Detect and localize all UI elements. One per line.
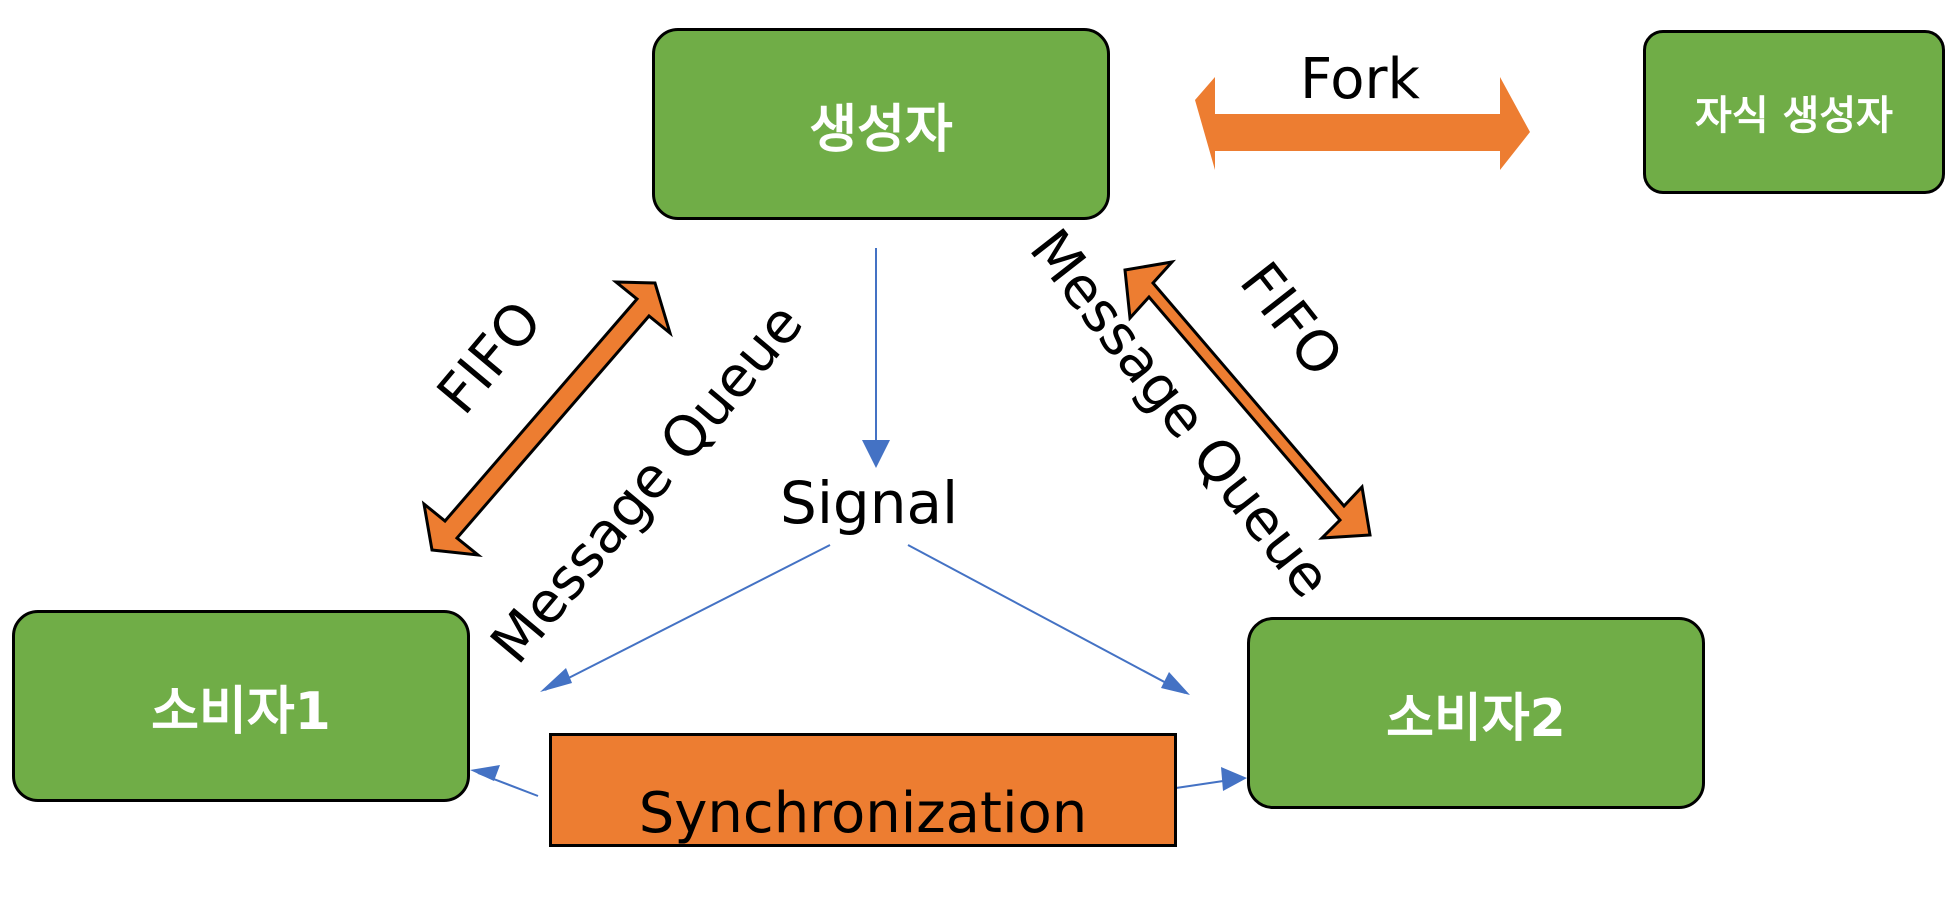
signal-arrowhead-producer bbox=[862, 440, 890, 468]
fork-arrow bbox=[1195, 77, 1530, 170]
sync-arrowhead-consumer2 bbox=[1221, 767, 1247, 791]
sync-line-consumer2 bbox=[1175, 779, 1231, 789]
consumer2-label: 소비자2 bbox=[1386, 688, 1566, 749]
left-ipc-arrow bbox=[421, 280, 673, 558]
signal-line-consumer1 bbox=[544, 544, 831, 691]
signal-arrowhead-consumer2 bbox=[1161, 672, 1190, 695]
producer-node: 생성자 bbox=[652, 28, 1110, 220]
child-producer-node: 자식 생성자 bbox=[1643, 30, 1945, 194]
synchronization-label: Synchronization bbox=[638, 781, 1088, 846]
child-producer-label: 자식 생성자 bbox=[1695, 93, 1893, 139]
synchronization-box: Synchronization bbox=[549, 733, 1177, 847]
consumer1-label: 소비자1 bbox=[151, 681, 331, 742]
signal-label: Signal bbox=[780, 469, 959, 537]
fork-label: Fork bbox=[1300, 47, 1420, 112]
sync-arrowhead-consumer1 bbox=[470, 765, 500, 781]
signal-line-consumer2 bbox=[907, 544, 1186, 694]
signal-arrowhead-consumer1 bbox=[540, 668, 572, 692]
consumer1-node: 소비자1 bbox=[12, 610, 470, 802]
producer-label: 생성자 bbox=[809, 99, 953, 160]
consumer2-node: 소비자2 bbox=[1247, 617, 1705, 809]
right-ipc-arrow bbox=[1123, 259, 1372, 540]
